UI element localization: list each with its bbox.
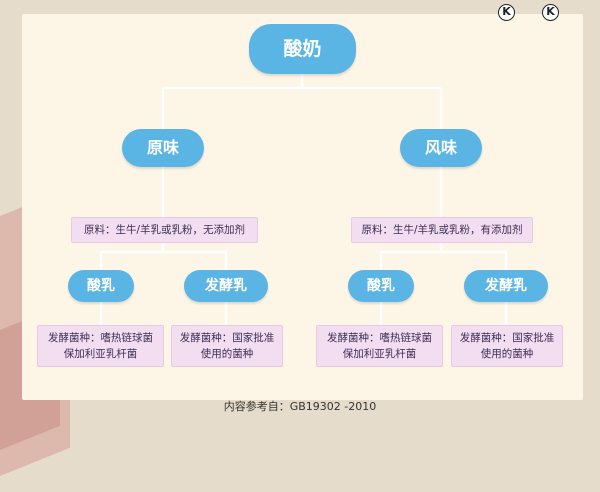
- strain-note-flavored-suanru: 发酵菌种：嗜热链球菌 保加利亚乳杆菌: [316, 325, 443, 367]
- strain-line: 发酵菌种：嗜热链球菌: [48, 332, 153, 344]
- back-arrow-icon-right[interactable]: K: [542, 4, 559, 21]
- strain-line: 发酵菌种：国家批准: [459, 332, 555, 344]
- leaf-node-flavored-suanru: 酸乳: [348, 270, 414, 302]
- strain-line: 使用的菌种: [200, 348, 254, 360]
- strain-line: 发酵菌种：嗜热链球菌: [327, 332, 432, 344]
- leaf-node-plain-fajiaoru: 发酵乳: [184, 270, 268, 302]
- branch-node-flavored: 风味: [400, 129, 482, 167]
- strain-note-plain-fajiaoru: 发酵菌种：国家批准 使用的菌种: [171, 325, 283, 367]
- strain-line: 使用的菌种: [480, 348, 534, 360]
- strain-line: 发酵菌种：国家批准: [179, 332, 275, 344]
- back-arrow-icon[interactable]: K: [498, 4, 515, 21]
- ingredient-note-flavored: 原料：生牛/羊乳或乳粉，有添加剂: [351, 217, 533, 243]
- strain-note-flavored-fajiaoru: 发酵菌种：国家批准 使用的菌种: [451, 325, 563, 367]
- strain-note-plain-suanru: 发酵菌种：嗜热链球菌 保加利亚乳杆菌: [37, 325, 164, 367]
- source-footer: 内容参考自：GB19302 -2010: [223, 400, 377, 413]
- ingredient-note-plain: 原料：生牛/羊乳或乳粉，无添加剂: [71, 217, 258, 243]
- root-node-yogurt: 酸奶: [249, 24, 356, 74]
- leaf-node-plain-suanru: 酸乳: [68, 270, 134, 302]
- strain-line: 保加利亚乳杆菌: [63, 348, 138, 360]
- leaf-node-flavored-fajiaoru: 发酵乳: [464, 270, 548, 302]
- branch-node-plain: 原味: [122, 129, 204, 167]
- connector-lines: [99, 74, 508, 325]
- strain-line: 保加利亚乳杆菌: [342, 348, 417, 360]
